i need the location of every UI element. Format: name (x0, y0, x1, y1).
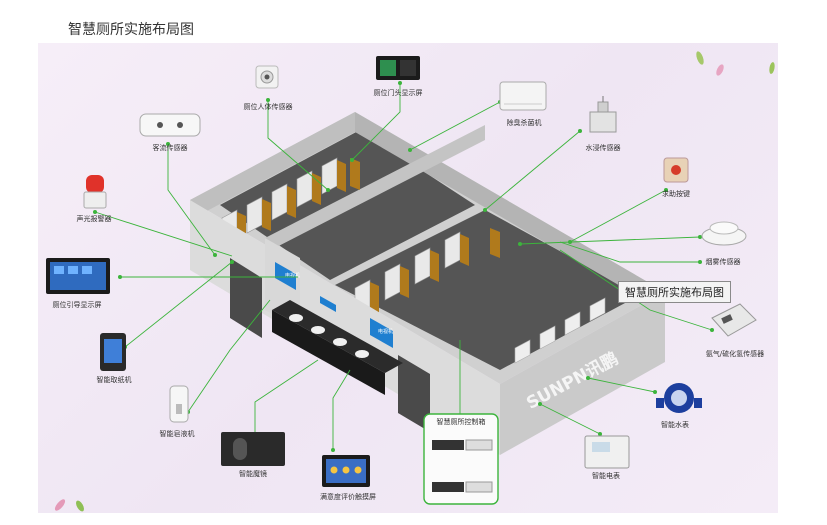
sos-button-icon (663, 157, 689, 183)
control-box-icon (423, 413, 499, 505)
tooltip: 智慧厕所实施布局图 (618, 281, 731, 303)
leaf-decoration-icon (54, 51, 775, 512)
label-soap: 智能皂液机 (160, 429, 195, 438)
label-deodorizer: 除臭杀菌机 (507, 118, 542, 127)
label-occupancy-sensor: 厕位人体传感器 (244, 102, 293, 111)
label-mirror: 智能魔镜 (239, 469, 267, 478)
paper-dispenser-icon (100, 333, 126, 371)
smoke-sensor-icon (701, 221, 747, 246)
label-water-meter: 智能水表 (661, 420, 689, 429)
soap-dispenser-icon (169, 385, 189, 423)
gas-sensor-icon (711, 303, 757, 337)
label-alarm: 声光报警器 (77, 214, 112, 223)
label-water-sensor: 水浸传感器 (586, 143, 621, 152)
page-title: 智慧厕所实施布局图 (68, 22, 194, 38)
tv-screen-icon (275, 262, 393, 348)
device-labels: 厕位人体传感器 厕位门头显示屏 除臭杀菌机 水浸传感器 求助按键 烟雾传感器 氨… (53, 88, 765, 501)
label-control-box: 智慧厕所控制箱 (437, 417, 486, 426)
door-display-icon (376, 56, 420, 80)
label-smoke-sensor: 烟雾传感器 (706, 257, 741, 266)
electric-meter-icon (584, 435, 630, 469)
diagram-svg: 电视机 电视机 SUNPN讯鹏 (46, 51, 775, 512)
screen-text-2: 电视机 (378, 328, 393, 335)
label-sos-button: 求助按键 (662, 189, 690, 198)
label-flow-sensor: 客流传感器 (153, 143, 188, 152)
eval-screen-icon (322, 455, 370, 487)
deodorizer-icon (499, 81, 547, 111)
mirror-icon (221, 432, 285, 466)
label-guide-display: 厕位引导显示屏 (53, 300, 102, 309)
alarm-icon (83, 175, 107, 209)
label-door-display: 厕位门头显示屏 (374, 88, 423, 97)
layout-diagram: 电视机 电视机 SUNPN讯鹏 (38, 43, 778, 513)
flow-sensor-icon (139, 113, 201, 137)
water-sensor-icon (589, 96, 617, 133)
label-eval-screen: 满意度评价触摸屏 (320, 492, 376, 501)
guide-display-icon (46, 258, 110, 294)
water-meter-icon (656, 383, 702, 413)
screen-text: 电视机 (285, 272, 300, 279)
label-gas-sensor: 氨气/硫化氢传感器 (706, 349, 764, 358)
label-paper: 智能取纸机 (97, 375, 132, 384)
occupancy-sensor-icon (255, 65, 279, 89)
connection-lines (94, 83, 713, 450)
building-model: 电视机 电视机 SUNPN讯鹏 (190, 112, 665, 455)
label-electric-meter: 智能电表 (592, 471, 620, 480)
